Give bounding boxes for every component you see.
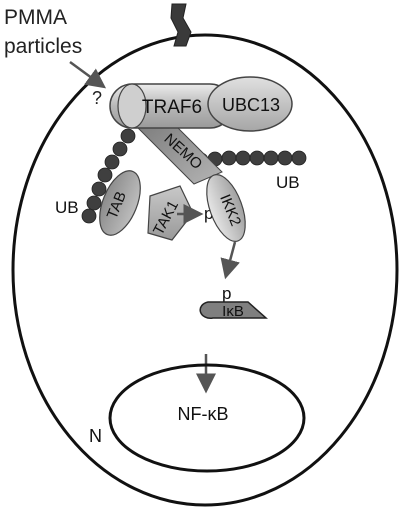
- membrane-receptor: [170, 3, 192, 47]
- ikk2-to-ikb-arrow: [220, 241, 240, 280]
- ikb-label: IκB: [222, 303, 244, 320]
- ubc13-protein: UBC13: [207, 76, 293, 132]
- tab-protein: TAB: [99, 170, 141, 236]
- pmma-label-line2: particles: [4, 35, 82, 58]
- ubiquitin-chain-left: [81, 128, 136, 224]
- ub-label-left: UB: [55, 198, 79, 217]
- traf6-protein: TRAF6: [109, 83, 233, 129]
- ub-label-right: UB: [276, 173, 300, 192]
- phospho-label-ikb: p: [222, 284, 231, 303]
- phospho-label-ikk2: p: [204, 204, 213, 223]
- cell-membrane: [11, 33, 399, 507]
- pmma-arrow: [69, 60, 107, 89]
- nucleus: [108, 363, 306, 473]
- question-mark: ?: [92, 88, 102, 108]
- ubc13-label: UBC13: [222, 95, 280, 115]
- traf6-label: TRAF6: [142, 97, 202, 118]
- tak1-protein: TAK1: [147, 185, 194, 241]
- ikb-protein: IκB: [199, 301, 268, 320]
- ikk2-protein: IKK2: [206, 174, 246, 242]
- nfkb-label: NF-κB: [178, 404, 229, 424]
- nucleus-label: N: [89, 426, 102, 446]
- pmma-label-line1: PMMA: [4, 6, 67, 29]
